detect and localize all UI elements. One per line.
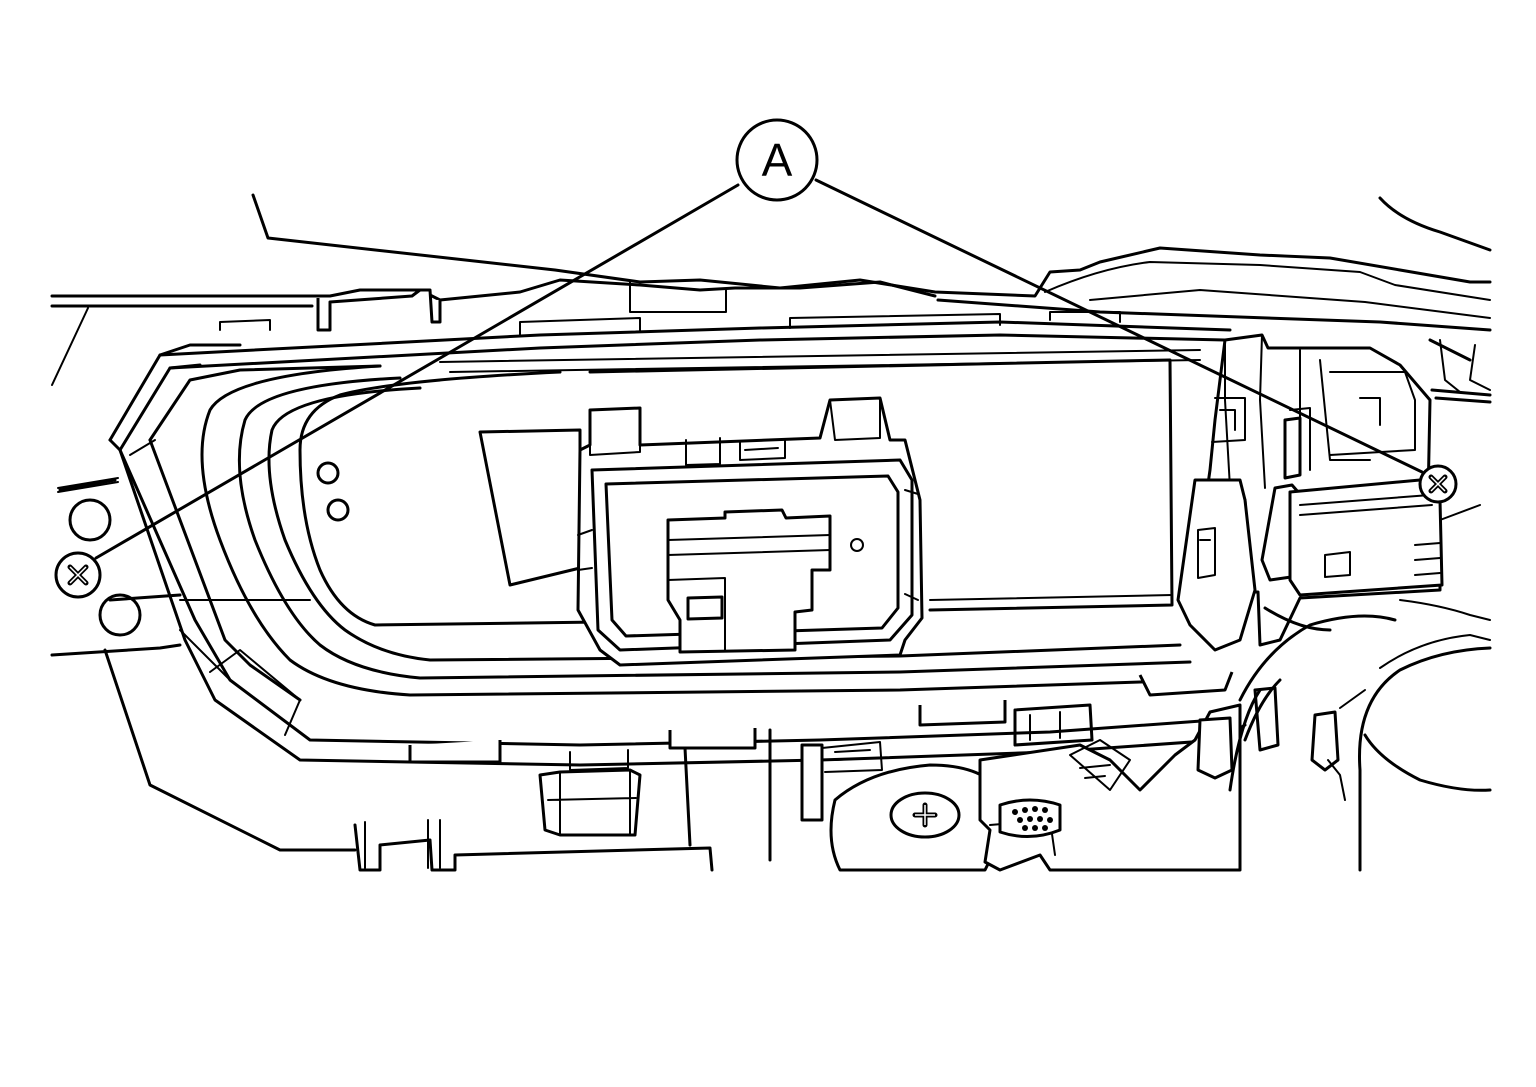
mounting-hole-upper-left [68,498,112,542]
callout-circle [735,118,819,202]
screw-lower [889,791,961,839]
left-dash-panel [50,461,357,852]
leader-line-left [94,183,740,560]
lower-clip-left [538,768,642,837]
switch-module [478,396,924,667]
rivet-hole-1 [316,461,340,485]
mounting-hole-lower-left [98,593,142,637]
right-bracket-assembly [1176,333,1492,652]
bezel-rails [158,281,1232,370]
callout-label: A [762,134,793,186]
module-back-plate [478,428,582,587]
lower-parts [353,671,1234,872]
screw-right [1418,464,1458,504]
rivet-hole-2 [326,498,350,522]
bracket-connector [1288,478,1444,597]
callout-a: A [94,118,1424,560]
left-bezel-frame [108,343,1247,767]
screw-left [54,551,102,599]
dashboard-top-contours [50,193,1492,386]
leader-line-right [814,178,1424,474]
